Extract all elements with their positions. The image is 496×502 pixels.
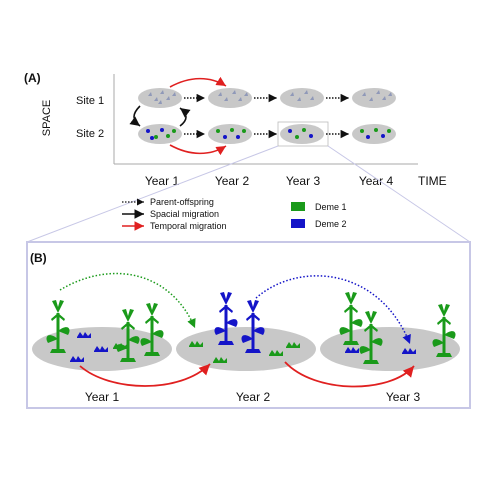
site-2-year-2-population — [208, 124, 252, 144]
site-2-label: Site 2 — [76, 128, 104, 140]
legend-temporal-label: Temporal migration — [150, 221, 227, 231]
panel-b-blue-parent-offspring-arrow — [255, 275, 411, 345]
site-1-label: Site 1 — [76, 95, 104, 107]
site-2-individuals — [146, 128, 391, 140]
site-1-individuals — [148, 90, 392, 104]
panel-b-year-3-ground — [320, 327, 460, 371]
zoom-region — [277, 121, 329, 147]
x-axis-label: TIME — [418, 174, 447, 188]
panel-b-year-1: Year 1 — [85, 390, 120, 404]
panel-b-year-2: Year 2 — [236, 390, 271, 404]
legend: Parent-offspring Spacial migration Tempo… — [122, 197, 347, 231]
site-2-year-1-population — [138, 124, 182, 144]
panel-b-label: (B) — [30, 251, 47, 265]
legend-deme-2-label: Deme 2 — [315, 219, 347, 229]
legend-deme-1-swatch — [291, 202, 305, 211]
panel-b-temporal-arrow-1 — [79, 363, 211, 387]
panel-a-year-3: Year 3 — [286, 174, 321, 188]
panel-a-year-4: Year 4 — [359, 174, 394, 188]
site-1-year-1-population — [138, 88, 182, 108]
site-1-year-3-population — [280, 88, 324, 108]
panel-a-label: (A) — [24, 71, 41, 85]
panel-b-year-3: Year 3 — [386, 390, 421, 404]
legend-deme-1-label: Deme 1 — [315, 202, 347, 212]
site-2-year-3-population — [280, 124, 324, 144]
panel-a-temporal-migration-arrows — [169, 76, 227, 156]
legend-spatial-label: Spacial migration — [150, 209, 219, 219]
legend-deme-2-swatch — [291, 219, 305, 228]
panel-b-frame — [26, 241, 471, 409]
y-axis-label: SPACE — [41, 100, 53, 136]
zoom-line-left — [26, 145, 279, 243]
site-1-year-4-population — [352, 88, 396, 108]
zoom-line-right — [327, 145, 471, 243]
panel-b-temporal-arrow-2 — [284, 361, 415, 388]
site-1-year-2-population — [208, 88, 252, 108]
site-2-row — [138, 124, 396, 144]
panel-a-year-1: Year 1 — [145, 174, 180, 188]
panel-a-spatial-migration-arrows — [129, 105, 191, 127]
site-1-row — [138, 88, 396, 108]
panel-b-year-2-ground — [176, 327, 316, 371]
legend-parent-offspring-label: Parent-offspring — [150, 197, 214, 207]
site-2-year-4-population — [352, 124, 396, 144]
panel-a-parent-offspring-arrows — [184, 93, 349, 139]
panel-a-year-2: Year 2 — [215, 174, 250, 188]
